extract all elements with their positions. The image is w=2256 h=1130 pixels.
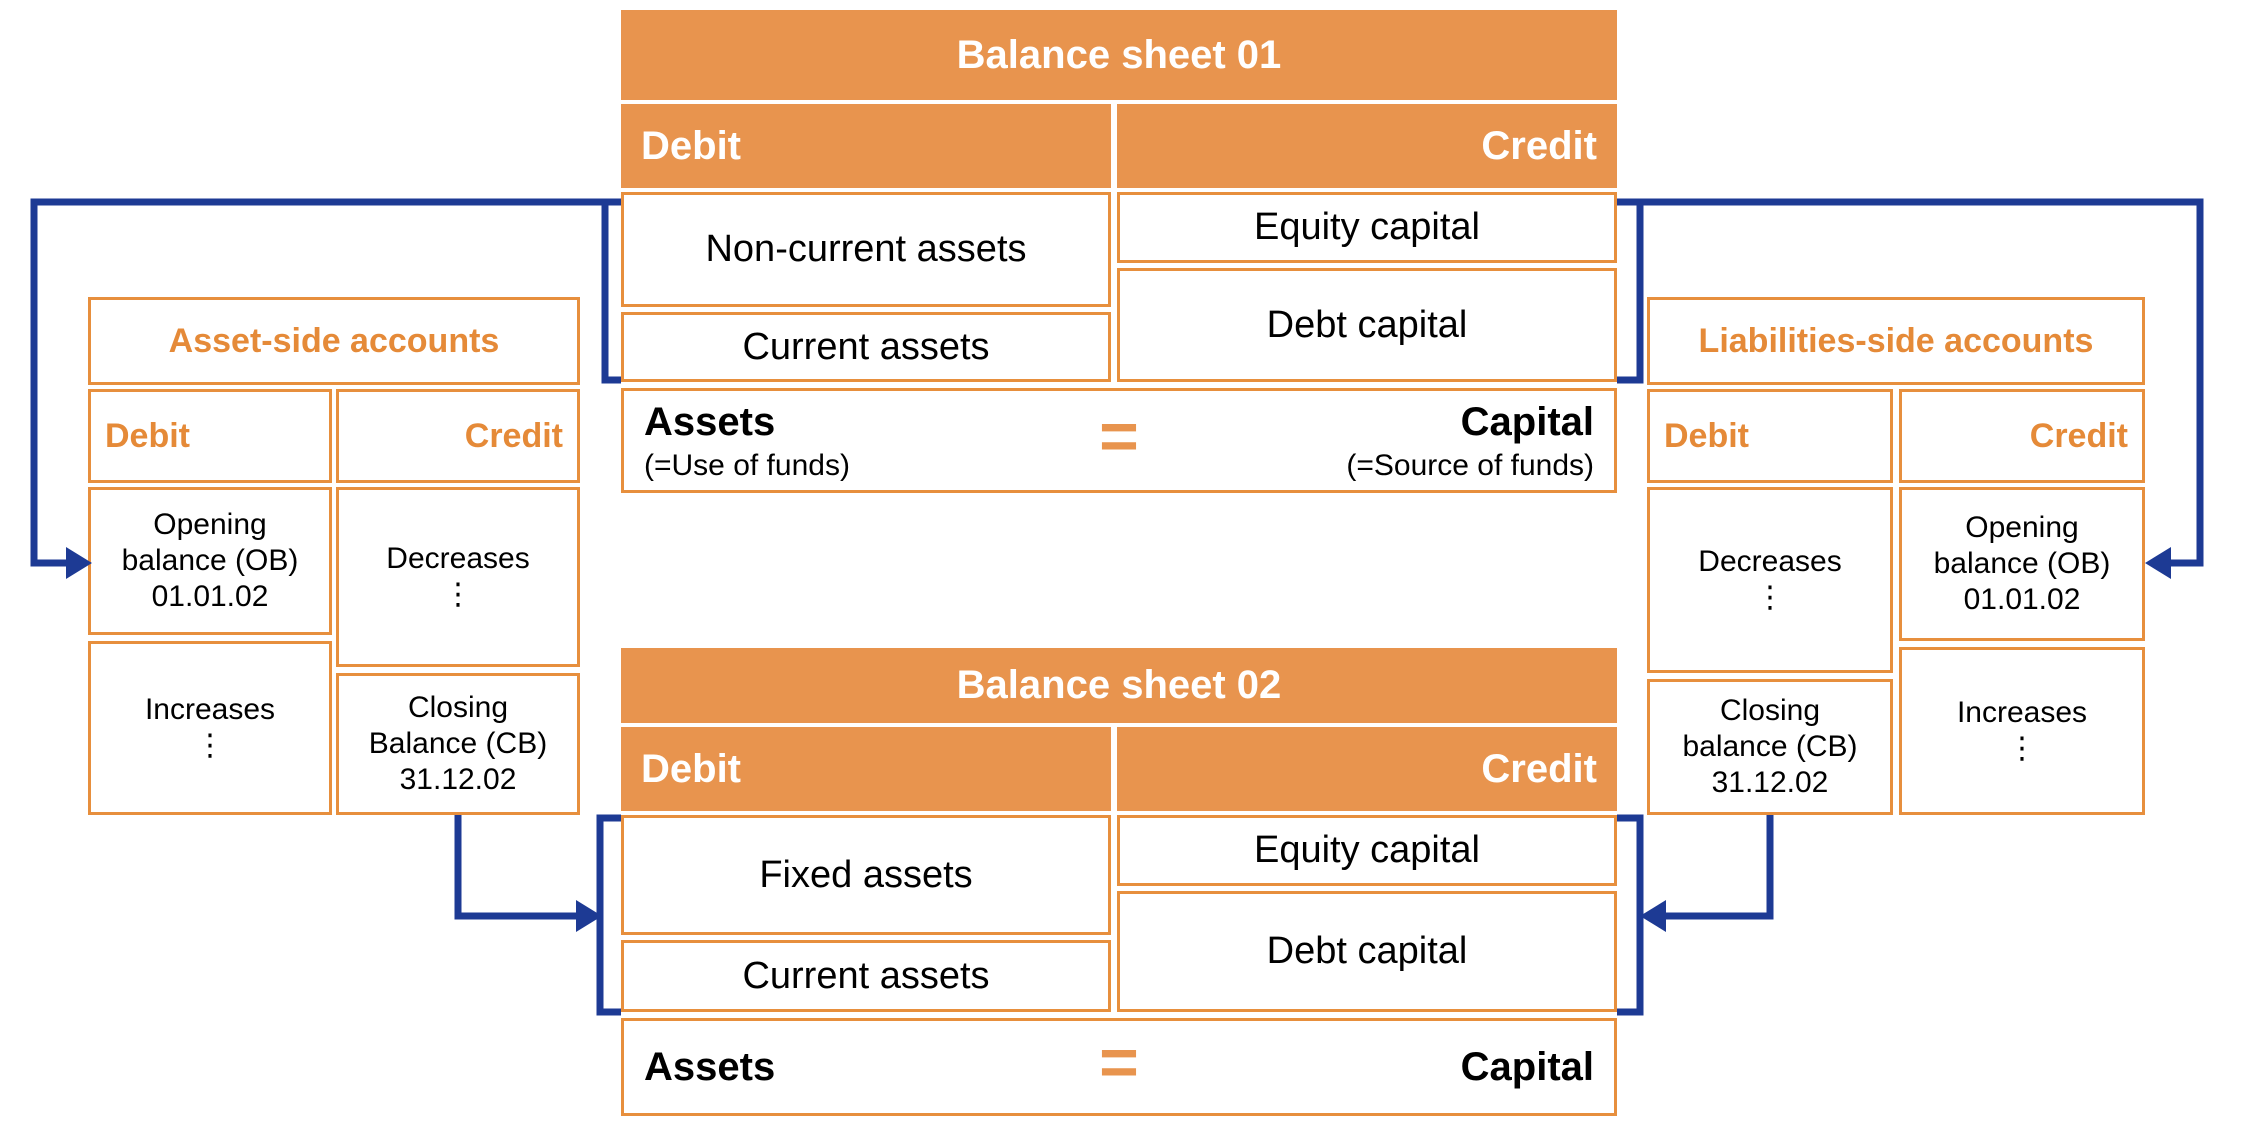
liabilities-account-cell-decreases: Decreases ⋮ <box>1647 487 1893 673</box>
bs1-title: Balance sheet 01 <box>621 10 1617 100</box>
asset-account-cell-opening-balance: Opening balance (OB) 01.01.02 <box>88 487 332 635</box>
bs1-equation-row: Assets (=Use of funds) = Capital (=Sourc… <box>621 388 1617 493</box>
bs1-cell-current-assets: Current assets <box>621 312 1111 382</box>
connector-asset-cb-to-bs2 <box>454 815 578 920</box>
liabilities-account-credit-header: Credit <box>1899 389 2145 483</box>
bs1-equation-left: Assets (=Use of funds) <box>644 397 1099 485</box>
asset-account-cell-closing-balance: Closing Balance (CB) 31.12.02 <box>336 673 580 815</box>
bracket-bs1-left <box>601 202 621 384</box>
bs2-equation-capital: Capital <box>1460 1045 1594 1089</box>
bs2-equation-left: Assets <box>644 1042 1099 1092</box>
bracket-bs1-right <box>1617 202 1644 384</box>
bs1-cell-equity-capital: Equity capital <box>1117 192 1617 263</box>
bs1-equation-capital-sub: (=Source of funds) <box>1346 448 1594 482</box>
bs1-equation-right: Capital (=Source of funds) <box>1139 397 1594 485</box>
bs1-cell-debt-capital: Debt capital <box>1117 268 1617 382</box>
bs2-cell-debt-capital: Debt capital <box>1117 891 1617 1012</box>
liabilities-account-cell-opening-balance: Opening balance (OB) 01.01.02 <box>1899 487 2145 641</box>
bs1-equation-assets-sub: (=Use of funds) <box>644 448 850 482</box>
arrowhead-to-liability-ob <box>2145 547 2171 579</box>
bs2-equals-sign: = <box>1099 1024 1139 1100</box>
bracket-bs2-right <box>1617 814 1644 1016</box>
bs1-equation-assets: Assets <box>644 399 776 444</box>
arrowhead-to-bs2-right <box>1640 900 1666 932</box>
bs1-cell-non-current-assets: Non-current assets <box>621 192 1111 307</box>
bs2-cell-current-assets: Current assets <box>621 940 1111 1012</box>
bracket-bs2-left <box>596 814 621 1016</box>
bs2-cell-fixed-assets: Fixed assets <box>621 815 1111 935</box>
asset-account-debit-header: Debit <box>88 389 332 483</box>
asset-account-credit-header: Credit <box>336 389 580 483</box>
bs1-credit-header: Credit <box>1117 104 1617 188</box>
arrowhead-to-bs2-left <box>576 900 602 932</box>
asset-account-cell-decreases: Decreases ⋮ <box>336 487 580 667</box>
bs2-equation-row: Assets = Capital <box>621 1018 1617 1116</box>
liabilities-account-title: Liabilities-side accounts <box>1647 297 2145 385</box>
asset-account-cell-increases: Increases ⋮ <box>88 641 332 815</box>
connector-liability-cb-to-bs2 <box>1664 815 1774 920</box>
bs2-cell-equity-capital: Equity capital <box>1117 815 1617 886</box>
liabilities-account-cell-increases: Increases ⋮ <box>1899 647 2145 815</box>
liabilities-account-debit-header: Debit <box>1647 389 1893 483</box>
bs1-equation-capital: Capital <box>1460 399 1594 444</box>
asset-account-title: Asset-side accounts <box>88 297 580 385</box>
bs2-credit-header: Credit <box>1117 727 1617 811</box>
bs1-debit-header: Debit <box>621 104 1111 188</box>
bs2-debit-header: Debit <box>621 727 1111 811</box>
bs2-equation-right: Capital <box>1139 1042 1594 1092</box>
liabilities-account-cell-closing-balance: Closing balance (CB) 31.12.02 <box>1647 679 1893 815</box>
bs1-equals-sign: = <box>1099 397 1139 474</box>
bs2-title: Balance sheet 02 <box>621 648 1617 723</box>
bs2-equation-assets: Assets <box>644 1045 776 1089</box>
